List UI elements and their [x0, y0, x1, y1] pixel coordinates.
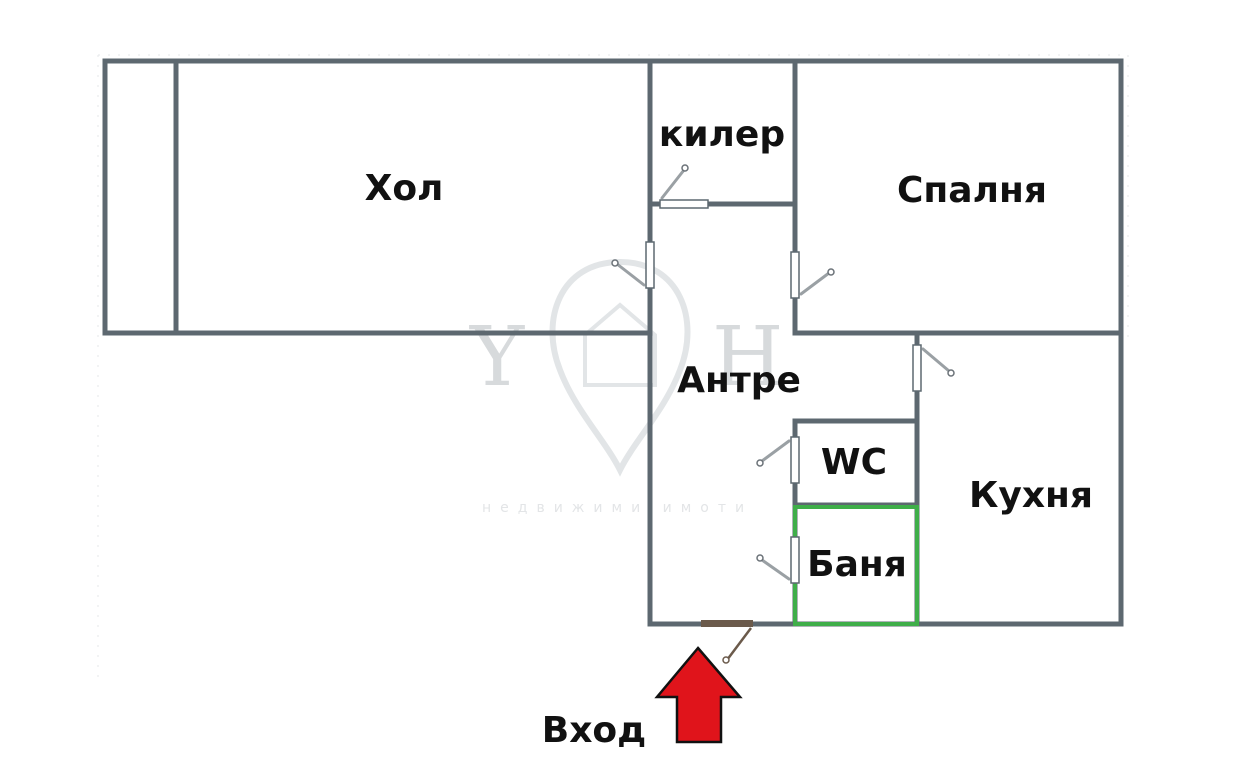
door-kuhnya-knob: [947, 369, 955, 377]
door-spalnya-swing: [799, 271, 831, 296]
door-banya-knob: [756, 554, 764, 562]
wall-hol: [102, 58, 653, 336]
watermark-letter-y: Y: [469, 310, 525, 405]
door-kuhnya: [912, 344, 922, 392]
door-kiler-knob: [681, 164, 689, 172]
door-kiler: [659, 199, 709, 209]
door-banya-swing: [760, 558, 791, 581]
label-banya: Баня: [807, 544, 907, 585]
door-entrance: [701, 620, 753, 627]
label-kiler: килер: [659, 114, 785, 155]
label-entrance: Вход: [542, 710, 646, 751]
door-banya: [790, 536, 800, 584]
label-wc: WC: [821, 442, 887, 483]
entrance-arrow-icon: [654, 646, 743, 744]
door-hol: [645, 241, 655, 289]
door-hol-knob: [611, 259, 619, 267]
walls: [102, 58, 1124, 627]
watermark-letter-h: H: [712, 310, 784, 405]
door-entrance-knob: [722, 656, 730, 664]
watermark-pin-icon: [549, 258, 691, 477]
door-wc-knob: [756, 459, 764, 467]
door-wc-swing: [760, 439, 791, 463]
label-spalnya: Спалня: [897, 170, 1047, 211]
label-hol: Хол: [365, 168, 444, 209]
room-labels: Хол килер Спалня Антре WC Кухня Баня Вхо…: [365, 114, 1093, 751]
watermark-tagline: недвижими имоти: [482, 500, 753, 516]
door-spalnya-knob: [827, 268, 835, 276]
door-wc: [790, 436, 800, 484]
watermark-house-icon: [583, 302, 657, 387]
door-entrance-swing: [726, 627, 752, 661]
label-antre: Антре: [677, 360, 801, 401]
door-kiler-swing: [660, 168, 686, 200]
door-hol-swing: [615, 262, 646, 287]
grid-ticks: [97, 54, 1129, 680]
door-spalnya: [790, 251, 800, 299]
watermark: Y H недвижими имоти: [469, 258, 784, 516]
door-kuhnya-swing: [921, 347, 951, 373]
label-kuhnya: Кухня: [969, 475, 1093, 516]
doors: [611, 164, 955, 664]
